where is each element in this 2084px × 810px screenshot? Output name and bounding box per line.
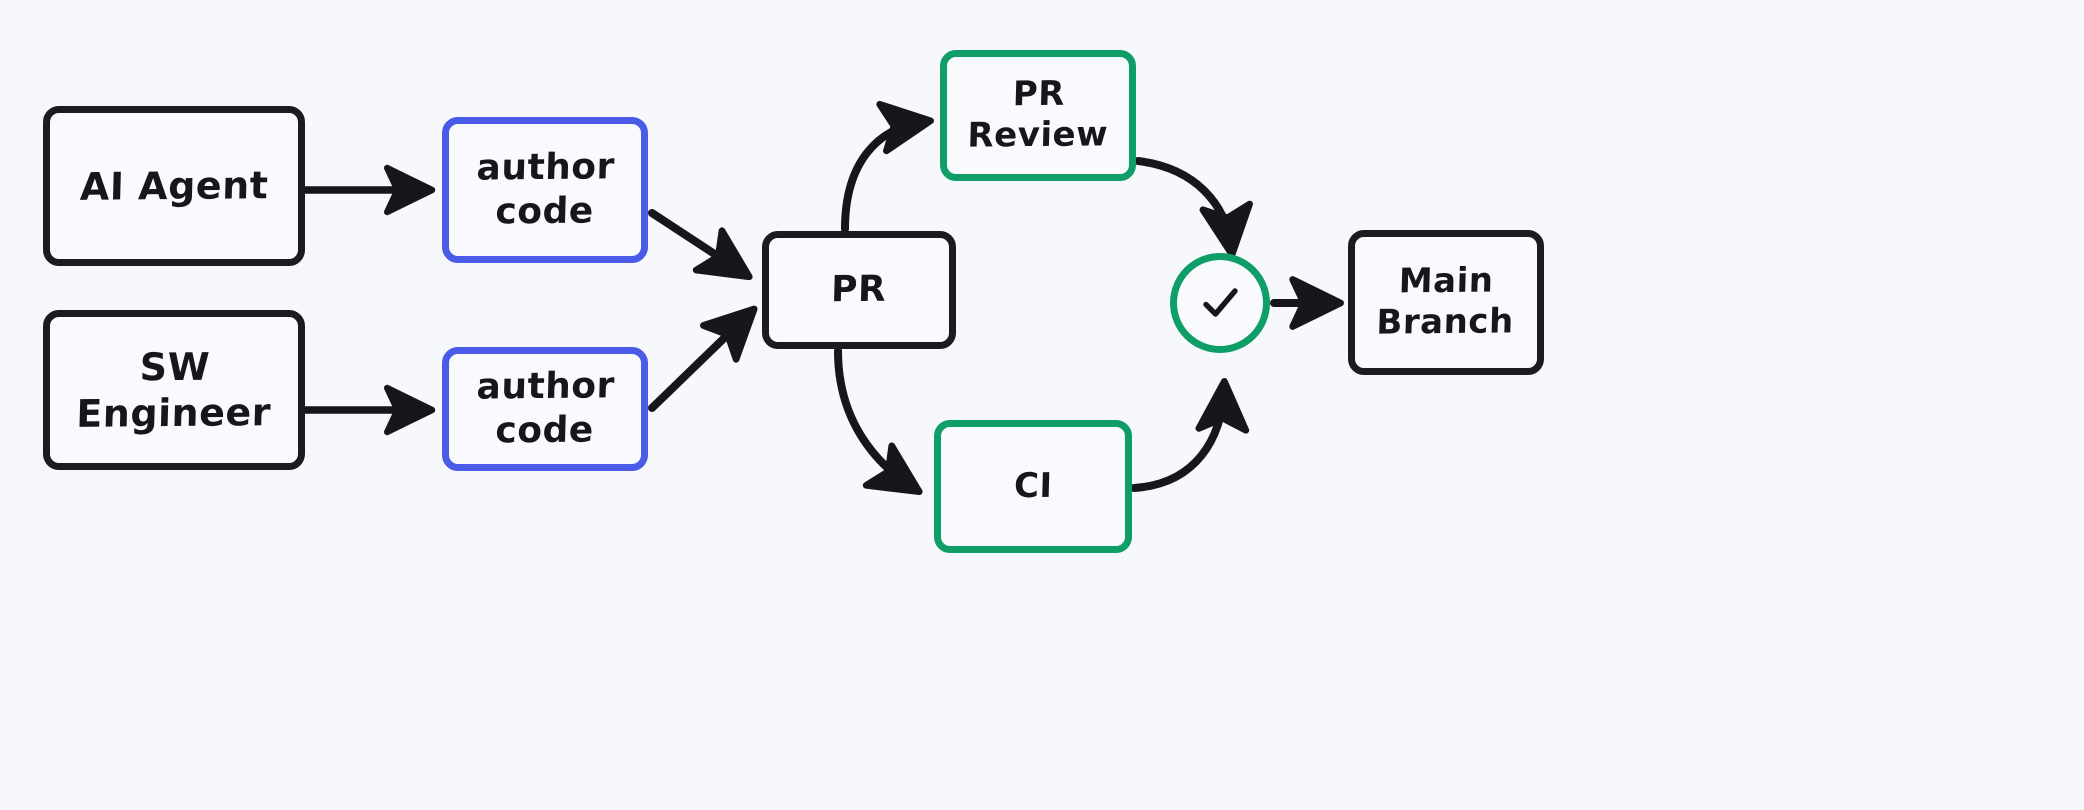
node-ci[interactable]: CI (934, 420, 1132, 553)
node-author-code-top[interactable]: author code (442, 117, 648, 263)
node-main-branch-label: Main Branch (1376, 260, 1515, 344)
node-ci-label: CI (1013, 465, 1053, 506)
node-merge-check[interactable] (1170, 253, 1270, 353)
edge-author-code-bottom-to-pr (648, 305, 758, 412)
node-author-code-bottom-label: author code (475, 365, 616, 452)
node-author-code-top-label: author code (475, 146, 616, 233)
node-pr-review-label: PR Review (966, 73, 1109, 157)
node-sw-engineer-label: SW Engineer (75, 344, 272, 436)
edge-pr-review-to-merge-check (1134, 157, 1253, 258)
node-ai-agent[interactable]: AI Agent (43, 106, 305, 266)
edge-ci-to-merge-check (1130, 378, 1250, 492)
node-pr-review[interactable]: PR Review (940, 50, 1136, 181)
node-sw-engineer[interactable]: SW Engineer (43, 310, 305, 470)
edge-pr-to-pr-review (841, 100, 934, 233)
edge-author-code-top-to-pr (648, 209, 753, 281)
node-pr-label: PR (830, 268, 888, 311)
node-ai-agent-label: AI Agent (79, 162, 269, 209)
edge-pr-to-ci (834, 347, 923, 496)
node-author-code-bottom[interactable]: author code (442, 347, 648, 471)
check-mark-icon (1203, 288, 1238, 317)
node-pr[interactable]: PR (762, 231, 956, 349)
node-main-branch[interactable]: Main Branch (1348, 230, 1544, 375)
